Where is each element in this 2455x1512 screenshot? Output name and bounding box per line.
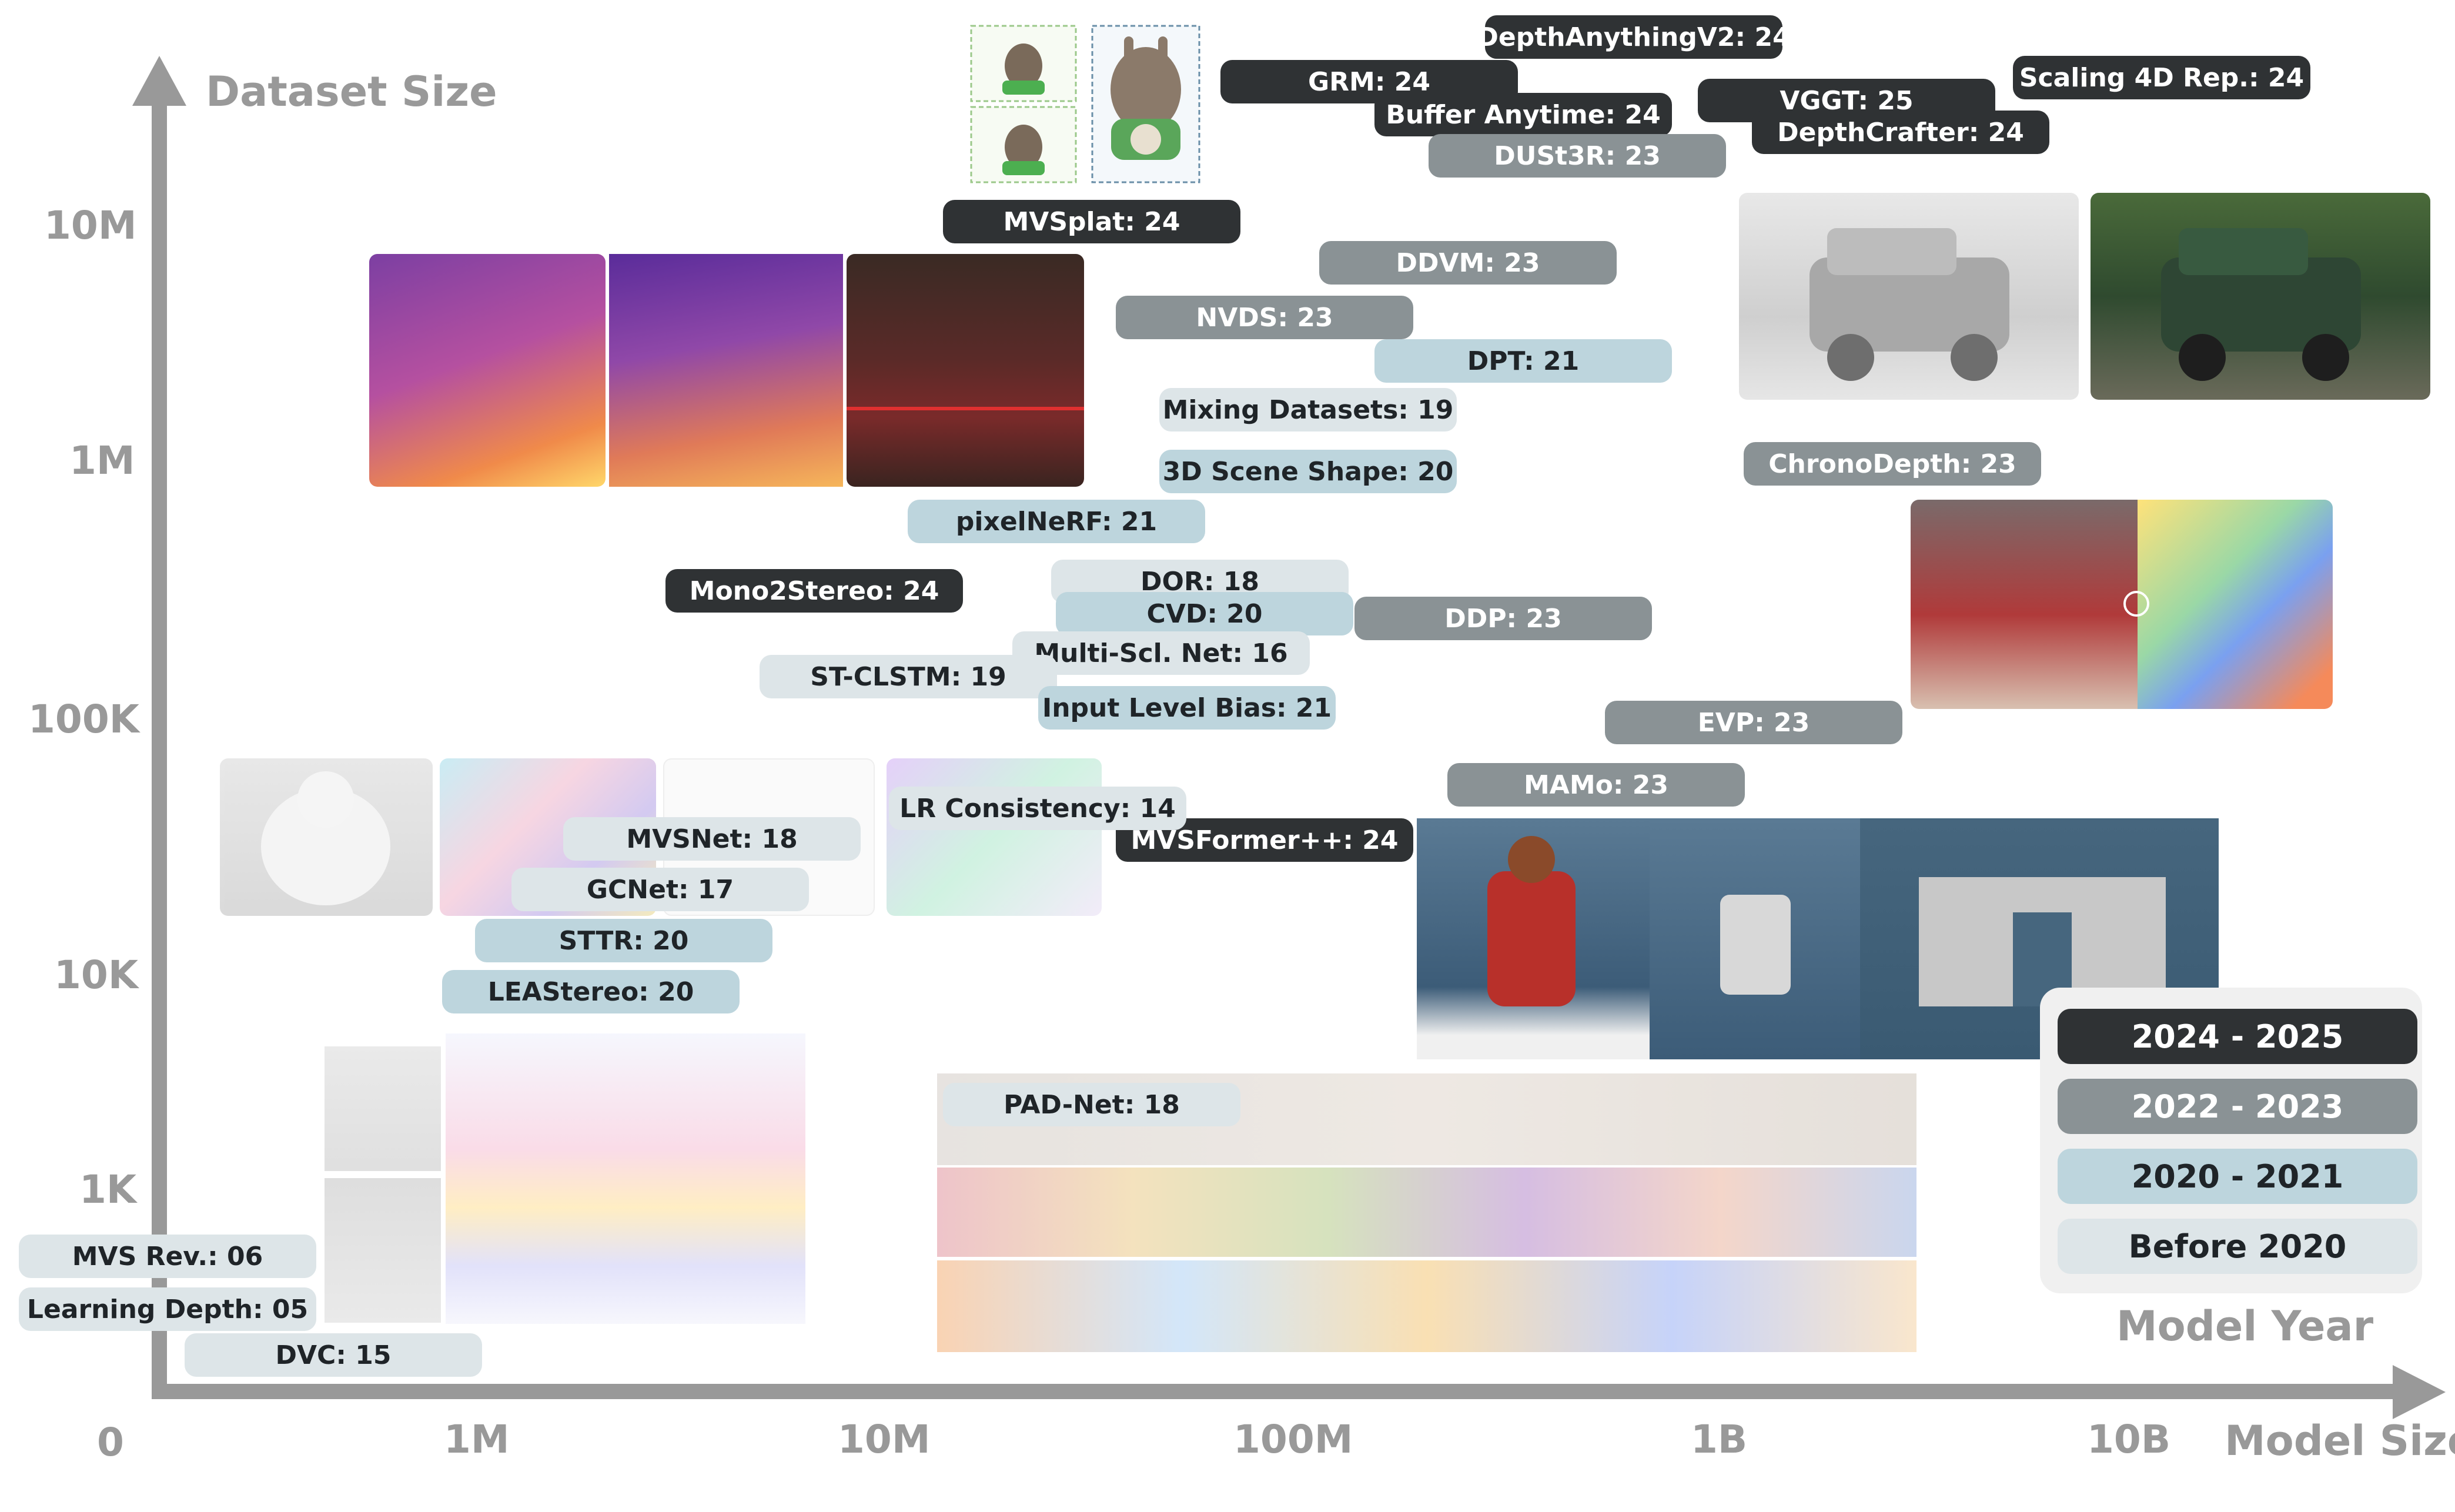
pointcloud-kettle-image — [1650, 818, 1860, 1059]
model-label-lr-consistency: LR Consistency: 14 — [889, 787, 1186, 830]
model-label-depthanythingv2: DepthAnythingV2: 24 — [1477, 15, 1791, 59]
legend-item-2024-2025: 2024 - 2025 — [2058, 1009, 2417, 1064]
y-tick-1k: 1K — [79, 1167, 137, 1212]
y-tick-1m: 1M — [69, 438, 135, 483]
model-label-leastereo: LEAStereo: 20 — [442, 970, 740, 1013]
x-axis-title: Model Size — [2225, 1417, 2455, 1465]
normal-map-image — [887, 758, 1102, 916]
x-tick-100m: 100M — [1233, 1417, 1353, 1462]
model-label-buffer-anytime: Buffer Anytime: 24 — [1374, 93, 1672, 136]
legend-title: Model Year — [2116, 1302, 2374, 1350]
street-photo-bottom — [325, 1178, 441, 1323]
model-label-mixing-datasets: Mixing Datasets: 19 — [1159, 388, 1457, 431]
legend-box: 2024 - 2025 2022 - 2023 2020 - 2021 Befo… — [2040, 988, 2422, 1293]
depth-map-image-1 — [369, 254, 606, 487]
origin-label: 0 — [97, 1420, 124, 1465]
slider-handle-icon[interactable] — [2123, 591, 2149, 617]
street-photo-top — [325, 1046, 441, 1171]
padnet-depth-row — [937, 1260, 1916, 1352]
model-label-scaling-4d-rep: Scaling 4D Rep.: 24 — [2013, 56, 2310, 99]
model-label-dvc: DVC: 15 — [185, 1333, 482, 1377]
jeep-pointcloud-image — [1739, 193, 2079, 400]
legend-item-before-2020: Before 2020 — [2058, 1219, 2417, 1274]
model-label-mvsplat: MVSplat: 24 — [943, 200, 1240, 243]
model-label-ddp: DDP: 23 — [1354, 597, 1652, 640]
pointcloud-figure-image — [1417, 818, 1650, 1059]
padnet-segmentation-row — [937, 1168, 1916, 1257]
y-axis-line — [152, 97, 167, 1399]
x-tick-1m: 1M — [444, 1417, 510, 1462]
disparity-grid-image — [446, 1033, 805, 1324]
x-tick-10m: 10M — [838, 1417, 931, 1462]
model-label-sttr: STTR: 20 — [475, 919, 772, 962]
model-label-evp: EVP: 23 — [1605, 701, 1902, 744]
y-tick-10k: 10K — [54, 952, 138, 998]
model-label-dust3r: DUSt3R: 23 — [1429, 134, 1726, 178]
model-label-st-clstm: ST-CLSTM: 19 — [760, 655, 1057, 698]
legend-item-2022-2023: 2022 - 2023 — [2058, 1079, 2417, 1134]
y-axis-arrow-icon — [132, 56, 186, 106]
model-label-mvsformer-pp: MVSFormer++: 24 — [1116, 818, 1413, 862]
model-label-input-level-bias: Input Level Bias: 21 — [1038, 686, 1336, 730]
y-tick-10m: 10M — [44, 203, 137, 248]
model-label-depthcrafter: DepthCrafter: 24 — [1752, 111, 2049, 154]
model-label-mono2stereo: Mono2Stereo: 24 — [665, 569, 963, 613]
x-tick-1b: 1B — [1691, 1417, 1748, 1462]
model-label-gcnet: GCNet: 17 — [511, 868, 809, 911]
x-axis-line — [152, 1384, 2397, 1399]
model-label-3d-scene-shape: 3D Scene Shape: 20 — [1159, 450, 1457, 493]
model-label-multi-scl-net: Multi-Scl. Net: 16 — [1012, 631, 1310, 675]
x-axis-arrow-icon — [2393, 1365, 2446, 1419]
model-label-mamo: MAMo: 23 — [1447, 763, 1745, 807]
model-label-mvsnet: MVSNet: 18 — [563, 817, 861, 861]
elephant-depth-map — [2138, 500, 2333, 709]
model-label-nvds: NVDS: 23 — [1116, 296, 1413, 339]
jeep-photo — [2091, 193, 2430, 400]
buddha-image — [220, 758, 433, 916]
model-label-pad-net: PAD-Net: 18 — [943, 1083, 1240, 1126]
model-label-chronodepth: ChronoDepth: 23 — [1744, 442, 2041, 486]
mvsplat-illustration — [970, 25, 1200, 183]
model-label-mvs-rev: MVS Rev.: 06 — [19, 1235, 316, 1278]
room-photo — [847, 254, 1084, 487]
y-axis-title: Dataset Size — [206, 68, 497, 116]
y-tick-100k: 100K — [28, 697, 139, 742]
legend-item-2020-2021: 2020 - 2021 — [2058, 1149, 2417, 1204]
model-label-dpt: DPT: 21 — [1374, 339, 1672, 383]
depth-map-image-2 — [609, 254, 843, 487]
model-label-cvd: CVD: 20 — [1056, 592, 1353, 635]
x-tick-10b: 10B — [2087, 1417, 2171, 1462]
model-label-pixelnerf: pixelNeRF: 21 — [908, 500, 1205, 543]
elephant-photo — [1911, 500, 2138, 709]
pointcloud-building-image — [1860, 818, 2219, 1059]
model-label-learning-depth: Learning Depth: 05 — [19, 1287, 316, 1331]
model-label-ddvm: DDVM: 23 — [1319, 241, 1617, 285]
